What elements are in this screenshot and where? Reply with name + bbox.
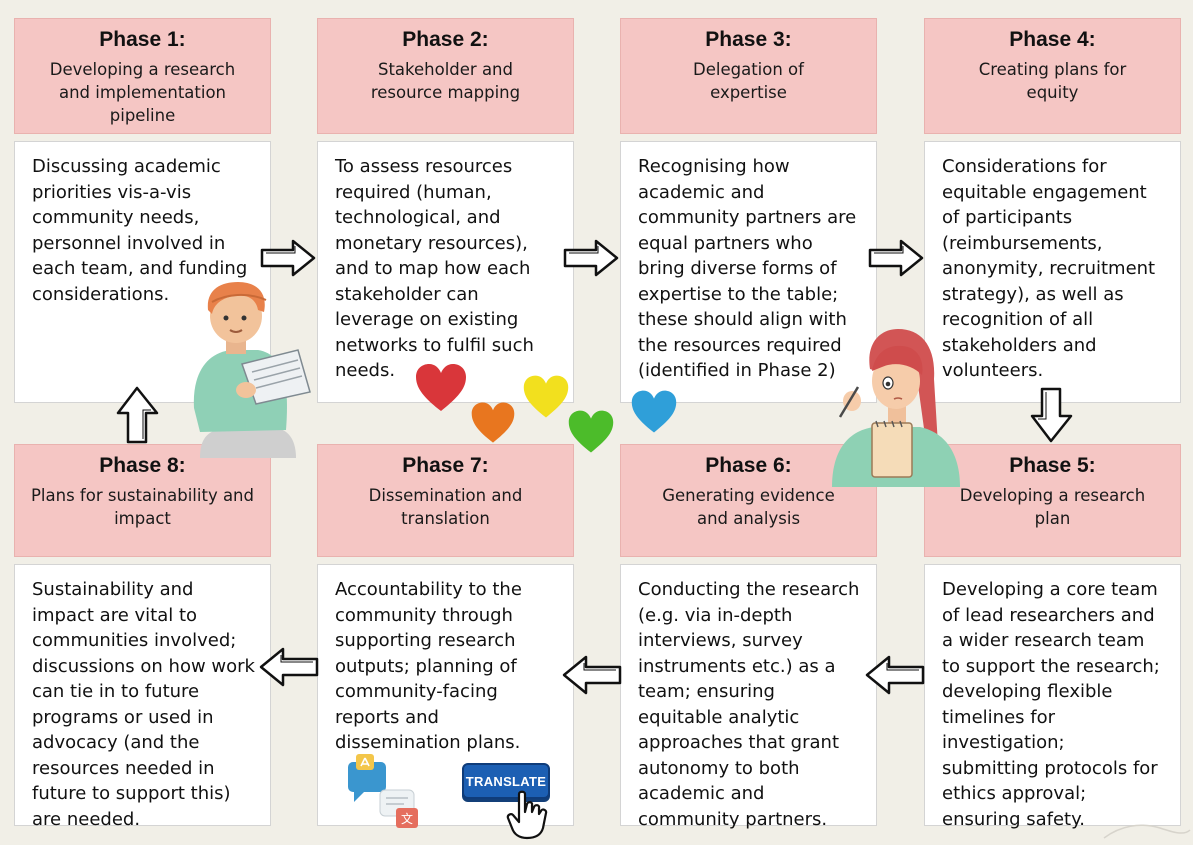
phase-1-subtitle: Developing a research and implementation… xyxy=(49,60,236,125)
phase-2-description: To assess resources required (human, tec… xyxy=(317,141,574,403)
phase-3-title: Phase 3: xyxy=(705,28,792,51)
arrow-right-icon xyxy=(260,239,316,277)
arrow-right-icon xyxy=(563,239,619,277)
translate-button-label: TRANSLATE xyxy=(465,773,547,789)
phase-8-description: Sustainability and impact are vital to c… xyxy=(14,564,271,830)
phase-5-title: Phase 5: xyxy=(1009,454,1096,477)
phase-6-description: Conducting the research (e.g. via in-dep… xyxy=(620,564,877,830)
phase-6-subtitle: Generating evidence and analysis xyxy=(662,486,835,528)
phase-4-header: Phase 4: Creating plans for equity xyxy=(924,18,1181,134)
svg-text:文: 文 xyxy=(401,811,413,826)
phase-8-header: Phase 8: Plans for sustainability and im… xyxy=(14,444,271,557)
doodle-decoration xyxy=(1103,824,1191,839)
heart-icon xyxy=(416,364,466,411)
phase-5-header: Phase 5: Developing a research plan xyxy=(924,444,1181,557)
translate-button[interactable]: TRANSLATE xyxy=(462,763,550,799)
arrow-left-icon xyxy=(259,647,319,687)
phase-7-header: Phase 7: Dissemination and translation xyxy=(317,444,574,557)
phase-2-header: Phase 2: Stakeholder and resource mappin… xyxy=(317,18,574,134)
phase-4-subtitle: Creating plans for equity xyxy=(978,60,1127,102)
arrow-left-icon xyxy=(865,655,925,695)
heart-icon xyxy=(631,390,677,433)
phase-2-title: Phase 2: xyxy=(402,28,489,51)
person-reading-illustration xyxy=(193,282,311,458)
phase-6-title: Phase 6: xyxy=(705,454,792,477)
heart-icon xyxy=(471,402,515,443)
arrow-up-icon xyxy=(116,386,159,444)
phase-1-title: Phase 1: xyxy=(99,28,186,51)
phase-3-header: Phase 3: Delegation of expertise xyxy=(620,18,877,134)
phase-5-subtitle: Developing a research plan xyxy=(959,486,1146,528)
phase-5-description: Developing a core team of lead researche… xyxy=(924,564,1181,830)
phase-2-subtitle: Stakeholder and resource mapping xyxy=(370,60,521,102)
woman-notepad-illustration xyxy=(832,329,960,487)
phase-3-description: Recognising how academic and community p… xyxy=(620,141,877,403)
phase-7-subtitle: Dissemination and translation xyxy=(368,486,523,528)
phase-8-subtitle: Plans for sustainability and impact xyxy=(30,486,254,528)
translate-icon: 文 xyxy=(348,754,418,828)
phase-1-header: Phase 1: Developing a research and imple… xyxy=(14,18,271,134)
phase-4-title: Phase 4: xyxy=(1009,28,1096,51)
arrow-left-icon xyxy=(562,655,622,695)
heart-icon xyxy=(523,375,569,418)
phase-1-description: Discussing academic priorities vis-a-vis… xyxy=(14,141,271,403)
phase-4-description: Considerations for equitable engagement … xyxy=(924,141,1181,403)
arrow-right-icon xyxy=(868,239,924,277)
heart-icon xyxy=(568,410,614,453)
phase-7-title: Phase 7: xyxy=(402,454,489,477)
arrow-down-icon xyxy=(1030,387,1073,443)
phase-8-title: Phase 8: xyxy=(99,454,186,477)
phase-6-header: Phase 6: Generating evidence and analysi… xyxy=(620,444,877,557)
hand-cursor-icon xyxy=(506,790,548,840)
phase-3-subtitle: Delegation of expertise xyxy=(693,60,804,102)
